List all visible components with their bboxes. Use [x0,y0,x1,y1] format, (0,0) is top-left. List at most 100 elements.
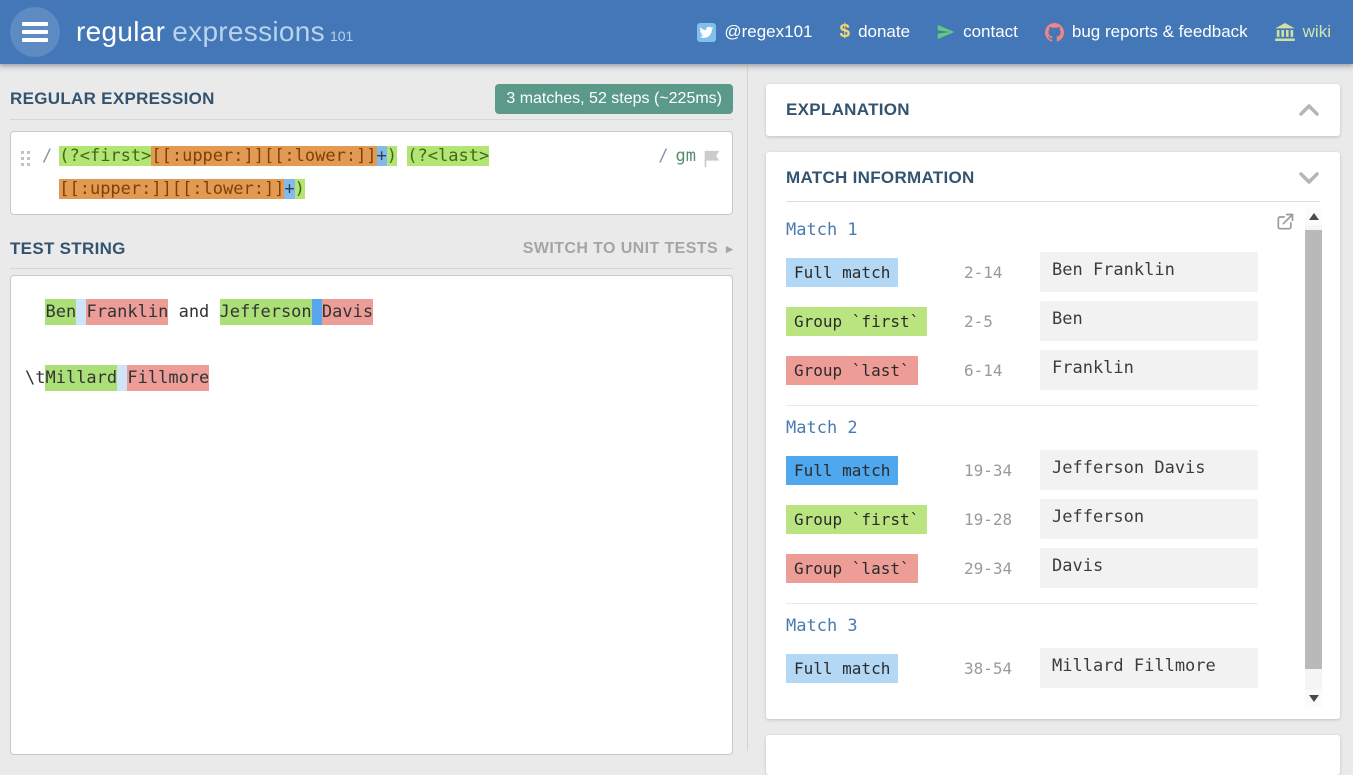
match-row: Group `last` 6-14 Franklin [786,350,1258,390]
match-row: Full match 2-14 Ben Franklin [786,252,1258,292]
triangle-down-icon [1308,695,1319,702]
highlight-group-first: Millard [45,365,118,391]
scrollbar-thumb[interactable] [1305,230,1322,669]
explanation-card: EXPLANATION [766,84,1340,136]
match-row-value: Jefferson Davis [1040,450,1258,490]
test-string-input[interactable]: Ben Franklin and Jefferson Davis \tMillar… [10,275,733,755]
match-row-range: 2-14 [964,262,1003,282]
dollar-icon: $ [839,21,851,42]
regex-token-group: (?<first> [59,146,152,166]
match-row-value: Jefferson [1040,499,1258,539]
hamburger-bar [22,22,48,26]
match-row-label: Group `first` [786,504,928,534]
match-separator [786,603,1258,604]
nav-link-donate[interactable]: $ donate [839,21,910,43]
match-row: Group `first` 19-28 Jefferson [786,499,1258,539]
regex-line: [[:upper:]][[:lower:]]+) [59,173,651,206]
paper-plane-icon [937,23,955,41]
highlight-group-last: Davis [321,299,374,325]
match-row-value: Davis [1040,548,1258,588]
regex-section-header: REGULAR EXPRESSION 3 matches, 52 steps (… [10,84,733,120]
match-row-range: 19-34 [964,460,1013,480]
test-string-line: Ben Franklin and Jefferson Davis [25,296,718,329]
match-information-header: MATCH INFORMATION [786,168,1320,202]
regex-close-delimiter: / [658,146,669,166]
hamburger-bar [22,38,48,42]
match-row-label: Full match [786,653,899,683]
highlight-group-first: Jefferson [219,299,312,325]
match-separator [786,405,1258,406]
regex-pattern: (?<first>[[:upper:]][[:lower:]]+) (?<las… [59,140,651,206]
site-logo[interactable]: regular expressions 101 [76,16,353,48]
main-content: REGULAR EXPRESSION 3 matches, 52 steps (… [0,64,1353,775]
hamburger-menu-button[interactable] [10,7,60,57]
match-row-range: 19-28 [964,509,1013,529]
highlight-match [117,365,128,391]
logo-word-regular: regular [76,16,166,47]
chevron-right-icon: ▸ [726,241,733,256]
explanation-title: EXPLANATION [786,100,910,119]
match-information-title: MATCH INFORMATION [786,168,975,187]
nav-link-bug-reports[interactable]: bug reports & feedback [1044,22,1248,42]
regex-token-plain [397,146,407,166]
chevron-up-icon[interactable] [1298,103,1320,117]
regex-token-group: ) [386,146,398,166]
test-string-line: \tMillard Fillmore [25,362,718,395]
scrollbar-down-button[interactable] [1305,690,1322,707]
match-row-value: Franklin [1040,350,1258,390]
match-row: Full match 19-34 Jefferson Davis [786,450,1258,490]
nav-link-twitter[interactable]: @regex101 [697,22,812,42]
test-text [25,299,45,325]
match-row-label: Full match [786,257,899,287]
regex-token-quantifier: + [376,146,387,166]
nav-link-label: donate [858,22,911,41]
match-row-label: Full match [786,455,899,485]
regex-token-group: ) [294,179,305,199]
highlight-group-last: Fillmore [127,365,210,391]
navbar: regular expressions 101 @regex101 $ donate… [0,0,1353,64]
nav-link-label: @regex101 [724,22,813,41]
drag-grip-icon[interactable] [21,151,30,166]
regex-token-group: (?<last> [407,146,490,166]
match-title: Match 3 [786,616,858,636]
nav-link-contact[interactable]: contact [937,22,1018,42]
regex-flags[interactable]: gm [675,146,696,166]
left-column: REGULAR EXPRESSION 3 matches, 52 steps (… [0,64,748,755]
match-row-range: 6-14 [964,360,1003,380]
highlight-group-first: Ben [45,299,77,325]
navbar-links: @regex101 $ donate contact bug reports & fee… [697,21,1331,43]
export-matches-icon[interactable] [1274,212,1296,237]
next-panel-card [766,735,1340,775]
match-row-range: 29-34 [964,558,1013,578]
scrollbar-up-button[interactable] [1305,208,1322,225]
scrollbar[interactable] [1305,208,1322,707]
match-row-label: Group `last` [786,355,918,385]
highlight-match-active [311,299,322,325]
test-text: \t [25,368,46,388]
match-steps-status-badge[interactable]: 3 matches, 52 steps (~225ms) [495,84,733,114]
nav-link-wiki[interactable]: wiki [1274,22,1331,42]
match-row-label: Group `last` [786,553,918,583]
github-icon [1044,22,1064,42]
regex-section-title: REGULAR EXPRESSION [10,89,215,108]
nav-link-label: wiki [1302,22,1331,41]
test-text: and [168,302,220,322]
regex-input-editor[interactable]: / (?<first>[[:upper:]][[:lower:]]+) (?<l… [10,131,733,215]
highlight-match [76,299,87,325]
bank-icon [1274,23,1295,41]
match-row-label: Group `first` [786,306,928,336]
switch-to-unit-tests-link[interactable]: SWITCH TO UNIT TESTS ▸ [522,240,733,257]
chevron-down-icon[interactable] [1298,171,1320,185]
nav-link-label: contact [963,22,1018,41]
logo-suffix-101: 101 [329,28,354,44]
match-row-value: Millard Fillmore [1040,648,1258,688]
flags-flag-icon[interactable] [702,147,722,180]
match-row-value: Ben [1040,301,1258,341]
match-row-value: Ben Franklin [1040,252,1258,292]
test-string-section-title: TEST STRING [10,239,126,258]
regex-token-charclass: [[:upper:]][[:lower:]] [59,179,285,199]
